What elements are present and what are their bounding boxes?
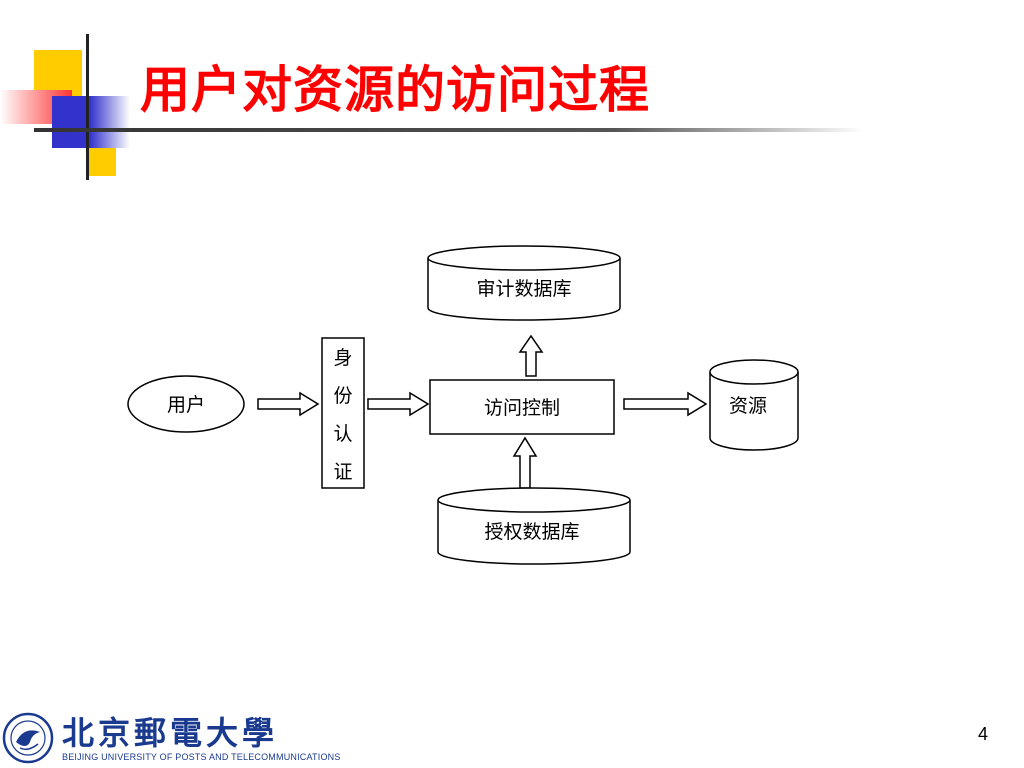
arrow-control-to-audit <box>518 334 544 377</box>
slide-title: 用户对资源的访问过程 <box>140 61 650 119</box>
decor-blue-square <box>52 96 90 148</box>
arrow-authz-to-control <box>512 436 538 489</box>
arrow-auth-to-control <box>367 391 430 417</box>
decor-blue-gradient-bar <box>90 96 130 148</box>
auth-char-1: 身 <box>333 347 352 369</box>
access-control-label: 访问控制 <box>484 397 560 419</box>
authz-db-node: 授权数据库 <box>437 487 631 565</box>
user-node: 用户 <box>127 375 245 433</box>
user-label: 用户 <box>167 394 205 416</box>
resource-node: 资源 <box>709 359 799 451</box>
resource-label: 资源 <box>729 395 767 417</box>
university-name-en: BEIJING UNIVERSITY OF POSTS AND TELECOMM… <box>62 752 341 762</box>
auth-char-3: 认 <box>333 423 352 445</box>
decor-vertical-line <box>86 34 89 180</box>
auth-char-2: 份 <box>333 385 352 407</box>
auth-char-4: 证 <box>333 461 352 483</box>
access-control-node: 访问控制 <box>429 379 615 435</box>
arrow-user-to-auth <box>257 391 320 417</box>
title-underline <box>34 128 864 132</box>
audit-db-node: 审计数据库 <box>427 245 621 321</box>
auth-node: 身 份 认 证 <box>321 337 365 489</box>
page-number: 4 <box>978 724 989 744</box>
arrow-control-to-resource <box>623 391 708 417</box>
university-emblem-icon <box>2 712 54 764</box>
authz-db-label: 授权数据库 <box>484 521 579 543</box>
audit-db-label: 审计数据库 <box>476 278 571 300</box>
university-name-cn: 北京郵電大學 <box>62 714 279 752</box>
